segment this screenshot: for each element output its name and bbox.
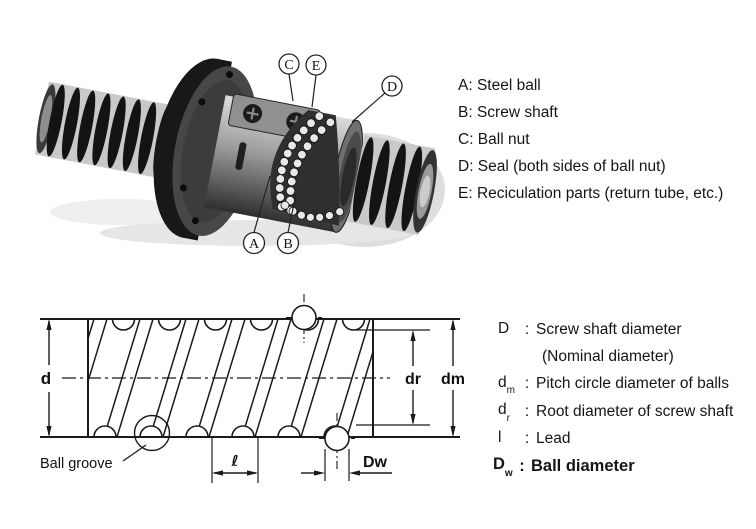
callout-letter-C: C [284,58,293,73]
thread-line [241,319,279,437]
dim-label-dr: dr [405,371,421,388]
steel-ball [292,133,303,143]
thread-line [116,319,154,437]
groove-arc-top [157,318,182,331]
callout-D: D [381,75,403,97]
keyway-slot [235,142,247,171]
steel-ball [325,117,336,128]
steel-ball [292,158,303,169]
dim-label-dw: Dw [363,454,388,471]
callout-letter-E: E [312,59,321,74]
legend-item-ball-nut: C: Ball nut [458,131,530,148]
callout-letter-A: A [249,237,260,252]
steel-ball [275,192,285,202]
dim-legend-item-dr: dr : Root diameter of screw shaft [490,398,752,425]
ball-screw-assembly [35,58,437,241]
steel-ball [335,207,345,217]
steel-ball [315,212,325,222]
pitch-balls [286,294,355,470]
symbol-dr: dr [498,401,510,424]
groove-arc-bottom [93,425,117,438]
symbol-dm: dm [498,374,515,397]
steel-ball [316,125,327,135]
callout-letter-D: D [387,80,397,95]
screw-shaft-right-thread [347,135,437,236]
steel-ball [297,149,307,160]
dim-label-lead: ℓ [230,452,238,470]
steel-ball [314,111,325,121]
dim-dr: dr [356,329,430,426]
steel-ball [309,133,319,143]
callouts: C E D A B [242,53,403,255]
callout-B: B [276,231,300,255]
steel-ball [306,118,316,128]
thread-line [333,319,371,437]
dim-dm: dm [441,319,465,437]
legend-item-seal: D: Seal (both sides of ball nut) [458,158,666,175]
steel-ball [297,210,306,220]
steel-ball [306,212,315,222]
groove-arc-top [203,318,228,331]
callout-letter-B: B [283,237,292,252]
dim-legend-item-dm: dm : Pitch circle diameter of balls [490,371,752,398]
ball-bottom [324,425,350,452]
dim-label-dm: dm [441,371,465,388]
steel-ball [287,140,297,151]
ball-groove-callout: Ball groove [40,414,171,472]
groove-arc-bottom [277,425,301,438]
dim-legend-item-dw: Dw : Ball diameter [490,452,752,479]
dim-dw: Dw [301,449,392,481]
groove-arc-bottom [231,425,255,438]
steel-ball [275,174,286,184]
steel-ball [299,125,309,136]
ball-top [291,304,317,331]
callout-A: A [242,231,266,255]
dim-label-d: d [41,369,51,388]
steel-ball [285,186,296,196]
dim-legend-item-lead: l : Lead [490,425,752,452]
legend-item-steel-ball: A: Steel ball [458,77,541,94]
steel-ball [287,176,297,187]
dim-legend-item-D: D : Screw shaft diameter [490,316,752,343]
steel-ball [325,211,334,220]
ball-screw-photo: C E D A B [35,53,445,255]
dim-legend-item-nominal: (Nominal diameter) [542,347,674,365]
symbol-lead: l [498,428,502,446]
groove-arc-bottom [185,425,209,438]
legend-item-screw-shaft: B: Screw shaft [458,104,558,121]
groove-arc-top [249,318,274,331]
dim-lead: ℓ [211,438,259,483]
steel-ball [283,148,293,159]
steel-ball [275,183,285,193]
thread-line [208,319,246,437]
photo-legend: A: Steel ball B: Screw shaft C: Ball nut… [458,72,754,207]
symbol-dw: Dw [493,455,513,479]
callout-leaders [253,73,386,233]
legend-item-recirculation: E: Reciculation parts (return tube, etc.… [458,185,724,202]
steel-ball [289,167,299,178]
groove-arc-top [111,318,136,331]
screw-shaft-dimension-drawing: d dr dm ℓ Dw Ba [40,294,465,483]
callout-E: E [305,54,327,76]
dim-d: d [41,319,52,437]
steel-ball [302,141,313,151]
groove-arc-top [341,318,366,331]
groove-arc-bottom [139,425,163,438]
dimension-legend: D : Screw shaft diameter (Nominal diamet… [490,316,752,480]
ball-groove-label: Ball groove [40,456,113,472]
steel-ball [280,200,290,210]
callout-C: C [278,53,300,75]
symbol-D: D [498,319,510,337]
